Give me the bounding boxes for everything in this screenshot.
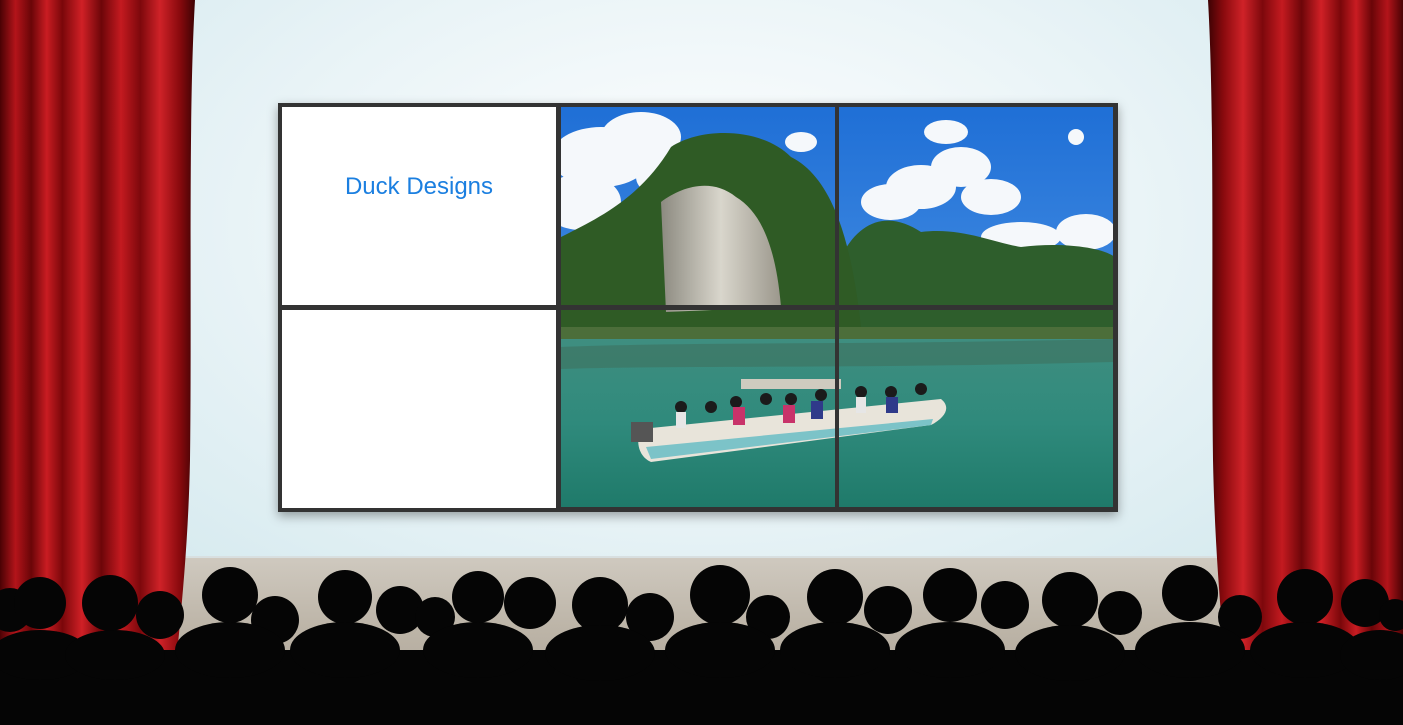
curtain-left-graphic (0, 0, 195, 725)
photo-landscape (561, 107, 835, 305)
title-tile: Duck Designs (282, 107, 556, 305)
tile-title: Duck Designs (344, 173, 494, 200)
photo-tile-bottom-left (561, 310, 835, 508)
video-wall: Duck Designs (278, 103, 1118, 512)
blank-tile (282, 310, 556, 508)
photo-tile-top-left (561, 107, 835, 305)
photo-landscape (561, 310, 835, 507)
photo-landscape (839, 107, 1113, 305)
curtain-right-graphic (1208, 0, 1403, 725)
photo-tile-bottom-right (839, 310, 1113, 508)
audience-silhouette (0, 565, 1403, 725)
photo-tile-top-right (839, 107, 1113, 305)
photo-landscape (839, 310, 1113, 507)
